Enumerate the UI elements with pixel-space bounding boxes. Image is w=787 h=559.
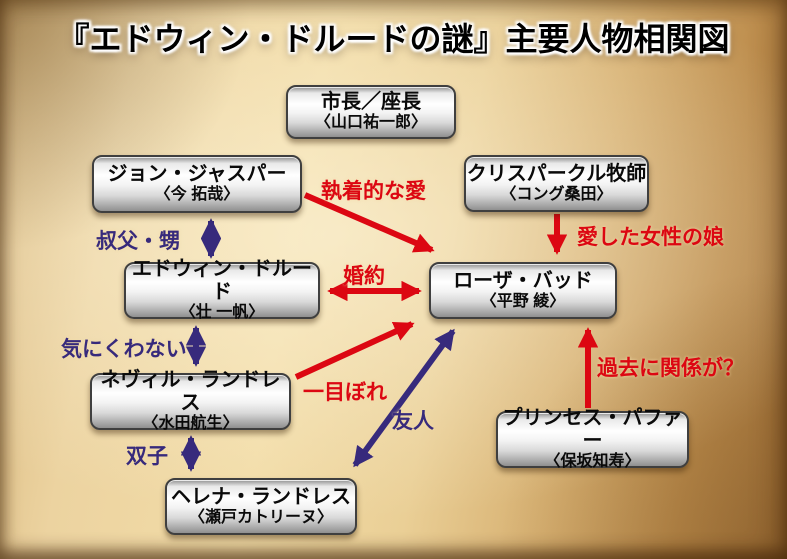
node-mayor: 市長／座長 〈山口祐一郎〉 <box>286 85 456 139</box>
node-helena: ヘレナ・ランドレス 〈瀬戸カトリーヌ〉 <box>165 478 357 535</box>
node-actor: 〈コング桑田〉 <box>500 185 613 203</box>
node-name: ジョン・ジャスパー <box>107 163 287 186</box>
node-name: ローザ・バッド <box>453 269 593 292</box>
node-name: クリスパークル牧師 <box>466 162 647 185</box>
relation-label-obsessive-love: 執着的な愛 <box>321 180 426 203</box>
relation-label-engagement: 婚約 <box>343 265 385 288</box>
node-name: ネヴィル・ランドレス <box>100 369 281 415</box>
node-actor: 〈壮 一帆〉 <box>179 304 265 322</box>
node-actor: 〈山口祐一郎〉 <box>314 114 427 132</box>
node-actor: 〈今 拓哉〉 <box>154 186 240 204</box>
relation-label-first-sight: 一目ぼれ <box>303 381 387 404</box>
node-name: プリンセス・パファー <box>502 407 683 453</box>
chart-title: 『エドウィン・ドルードの謎』主要人物相関図 <box>57 21 730 57</box>
node-rosa: ローザ・バッド 〈平野 綾〉 <box>429 262 617 319</box>
node-edwin: エドウィン・ドルード 〈壮 一帆〉 <box>124 258 320 322</box>
arrow-first-sight <box>294 321 415 380</box>
relation-label-dislike: 気にくわない <box>61 338 187 361</box>
node-crisparkle: クリスパークル牧師 〈コング桑田〉 <box>464 155 649 212</box>
relation-label-past-relation: 過去に関係が？ <box>597 357 744 380</box>
node-neville: ネヴィル・ランドレス 〈水田航生〉 <box>90 369 291 433</box>
relation-label-uncle-nephew: 叔父・甥 <box>96 230 180 253</box>
node-name: 市長／座長 <box>321 91 421 114</box>
node-actor: 〈平野 綾〉 <box>480 292 566 310</box>
node-actor: 〈瀬戸カトリーヌ〉 <box>188 508 333 526</box>
node-actor: 〈保坂知寿〉 <box>544 453 641 471</box>
relation-label-loved-daughter: 愛した女性の娘 <box>577 226 724 249</box>
relation-label-twins: 双子 <box>126 445 168 468</box>
node-name: ヘレナ・ランドレス <box>171 485 351 508</box>
node-jasper: ジョン・ジャスパー 〈今 拓哉〉 <box>92 155 302 213</box>
node-name: エドウィン・ドルード <box>132 258 312 304</box>
node-puffer: プリンセス・パファー 〈保坂知寿〉 <box>496 407 689 471</box>
node-actor: 〈水田航生〉 <box>142 415 239 433</box>
relation-label-friend: 友人 <box>392 410 434 433</box>
